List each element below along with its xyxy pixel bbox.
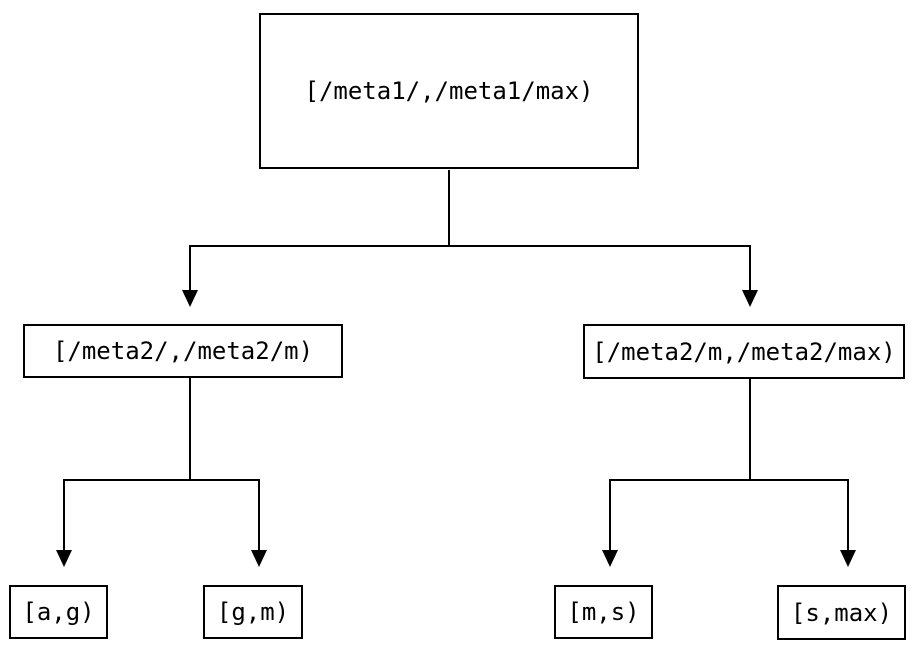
node-leaf-s-max: [s,max) [777,585,906,640]
node-leaf-a-g: [a,g) [9,585,108,639]
edge-root-to-mid-right [449,245,758,307]
edge-mid-left-to-leaf-ag [56,378,191,567]
arrow-down-icon [182,290,198,307]
arrow-down-icon [251,550,267,567]
edge-mid-right-to-leaf-smax [750,479,856,567]
node-meta2-right-range: [/meta2/m,/meta2/max) [583,324,905,379]
edge-mid-left-to-leaf-gm [190,479,267,567]
node-leaf-m-s: [m,s) [554,585,653,639]
node-leaf-g-m: [g,m) [203,585,303,639]
node-label: [a,g) [22,598,95,626]
edge-root-to-mid-left [182,170,450,307]
node-label: [g,m) [216,598,290,626]
arrow-down-icon [56,550,72,567]
arrow-down-icon [742,290,758,307]
node-label: [s,max) [790,598,893,627]
node-label: [/meta2/,/meta2/m) [52,337,314,365]
edge-mid-right-to-leaf-ms [602,379,751,567]
node-label: [/meta1/,/meta1/max) [304,77,594,105]
arrow-down-icon [840,550,856,567]
node-meta2-left-range: [/meta2/,/meta2/m) [23,324,343,378]
node-root-range: [/meta1/,/meta1/max) [259,13,639,169]
node-label: [m,s) [567,598,640,626]
node-label: [/meta2/m,/meta2/max) [592,337,896,366]
arrow-down-icon [602,550,618,567]
